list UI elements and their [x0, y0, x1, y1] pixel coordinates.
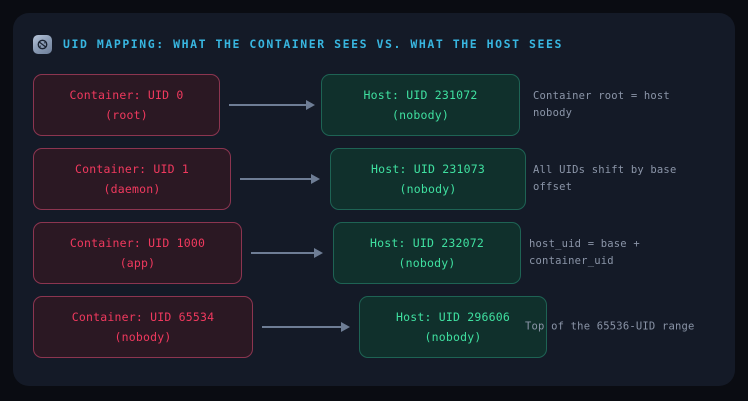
container-user-label: (daemon): [103, 181, 161, 196]
host-uid-label: Host: UID 232072: [370, 235, 484, 250]
host-user-label: (nobody): [399, 181, 457, 196]
container-user-label: (app): [119, 255, 156, 270]
container-uid-card[interactable]: Container: UID 0 (root): [33, 74, 220, 136]
row-note: Container root = host nobody: [533, 90, 670, 119]
host-user-label: (nobody): [424, 329, 482, 344]
mapping-row-list: Container: UID 0 (root) Host: UID 231072…: [13, 68, 735, 364]
row-note: Top of the 65536-UID range: [525, 320, 695, 333]
container-user-label: (root): [105, 107, 148, 122]
mapping-row: Container: UID 1 (daemon) Host: UID 2310…: [13, 142, 735, 216]
container-uid-card[interactable]: Container: UID 65534 (nobody): [33, 296, 253, 358]
container-uid-label: Container: UID 0: [69, 87, 184, 102]
host-uid-label: Host: UID 231072: [363, 87, 478, 102]
host-user-label: (nobody): [398, 255, 456, 270]
host-uid-card[interactable]: Host: UID 231073 (nobody): [330, 148, 526, 210]
container-uid-label: Container: UID 1: [75, 161, 189, 176]
host-user-label: (nobody): [392, 107, 449, 122]
mapping-row: Container: UID 0 (root) Host: UID 231072…: [13, 68, 735, 142]
row-note: All UIDs shift by base offset: [533, 164, 677, 193]
arrow-right-icon: [240, 174, 320, 184]
shield-sync-icon: [33, 34, 52, 54]
page-title: UID MAPPING: WHAT THE CONTAINER SEES VS.…: [63, 37, 563, 51]
host-uid-card[interactable]: Host: UID 296606 (nobody): [359, 296, 547, 358]
container-uid-label: Container: UID 1000: [69, 235, 206, 250]
diagram-panel: UID MAPPING: WHAT THE CONTAINER SEES VS.…: [13, 13, 735, 386]
diagram-header: UID MAPPING: WHAT THE CONTAINER SEES VS.…: [33, 33, 563, 55]
arrow-right-icon: [251, 248, 323, 258]
arrow-right-icon: [229, 100, 315, 110]
container-uid-card[interactable]: Container: UID 1 (daemon): [33, 148, 231, 210]
mapping-row: Container: UID 1000 (app) Host: UID 2320…: [13, 216, 735, 290]
mapping-row: Container: UID 65534 (nobody) Host: UID …: [13, 290, 735, 364]
host-uid-label: Host: UID 296606: [396, 309, 510, 324]
host-uid-label: Host: UID 231073: [371, 161, 485, 176]
container-user-label: (nobody): [114, 329, 172, 344]
container-uid-label: Container: UID 65534: [71, 309, 215, 324]
host-uid-card[interactable]: Host: UID 231072 (nobody): [321, 74, 520, 136]
host-uid-card[interactable]: Host: UID 232072 (nobody): [333, 222, 521, 284]
arrow-right-icon: [262, 322, 350, 332]
row-note: host_uid = base + container_uid: [529, 238, 640, 267]
container-uid-card[interactable]: Container: UID 1000 (app): [33, 222, 242, 284]
